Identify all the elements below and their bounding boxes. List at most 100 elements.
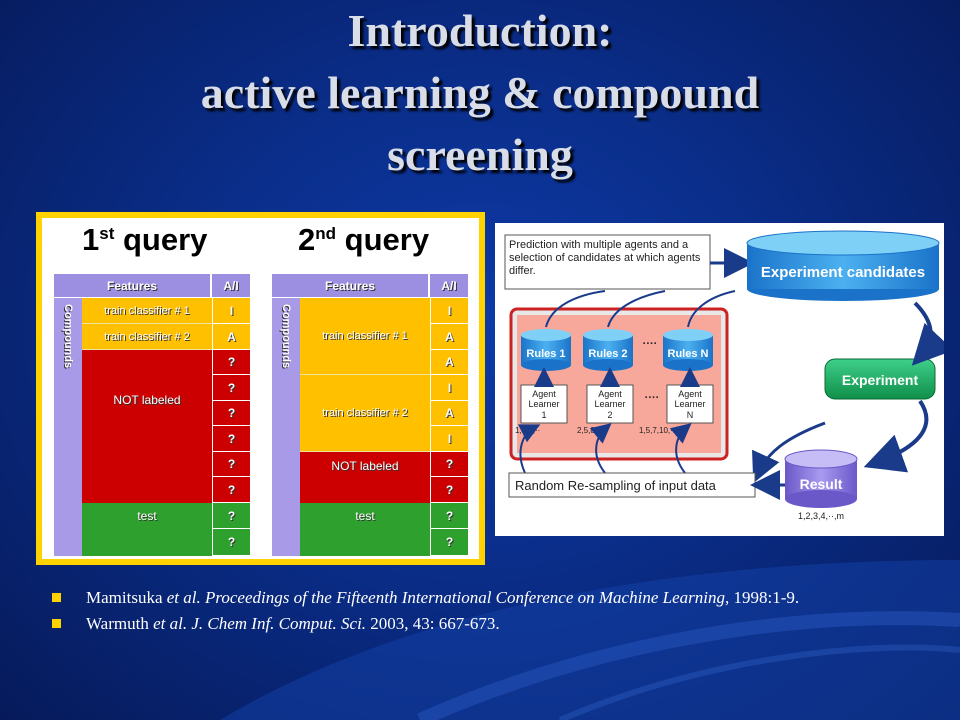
arrow [607,290,666,328]
label-cell: I [430,298,468,324]
label-cell: I [212,298,250,324]
reference-item: Warmuth et al. J. Chem Inf. Comput. Sci.… [52,611,932,637]
agent-1-line-2: Learner [528,399,559,409]
page-title: Introduction: active learning & compound… [0,0,960,186]
reference-etal: et al. [166,588,205,607]
ai-header: A/I [430,274,468,298]
agents-ellipsis: ···· [645,392,660,404]
resampling-label: Random Re-sampling of input data [515,478,717,493]
row-not-labeled: NOT labeled [82,350,212,503]
features-header: Features [54,274,212,298]
query-tables-inner: 1st query 2nd query Features A/I Compoun… [42,218,479,559]
agent-1-line-3: 1 [541,410,546,420]
label-cell: I [430,426,468,452]
first-query-word: query [123,222,208,257]
title-line-1: Introduction: [347,5,613,56]
experiment-candidates-cylinder [746,230,940,301]
label-cell: A [430,401,468,426]
agent-2-ids: 2,5,8,·· [577,426,602,435]
compounds-label: Compounds [272,298,300,556]
title-line-3: screening [387,129,573,180]
label-cell: ? [212,350,250,375]
result-sub-label: 1,2,3,4,··,m [798,511,844,521]
reference-details: 2003, 43: 667-673. [366,614,500,633]
arrow [863,399,929,473]
label-cell: I [430,375,468,401]
agent-learner-n-box [666,384,714,424]
row-not-labeled: NOT labeled [300,452,430,503]
label-cell: ? [430,529,468,556]
label-cell: ? [430,452,468,477]
label-cell: ? [212,529,250,556]
second-query-suffix: nd [315,224,337,243]
agent-learner-1-box [520,384,568,424]
active-learning-diagram: Prediction with multiple agents and a se… [495,223,944,536]
result-cylinder [784,449,858,508]
row-train-classifier-1: train classifier # 1 [300,298,430,375]
row-train-classifier-2: train classifier # 2 [82,324,212,350]
query-tables-panel: 1st query 2nd query Features A/I Compoun… [36,212,485,565]
first-query-suffix: st [99,224,115,243]
arrow [687,290,736,328]
label-cell: ? [430,477,468,503]
resampling-box [508,472,756,498]
agent-n-line-3: N [687,410,694,420]
row-train-classifier-1: train classifier # 1 [82,298,212,324]
reference-journal: Proceedings of the Fifteenth Internation… [205,588,730,607]
ai-header: A/I [212,274,250,298]
agent-learner-2-box [586,384,634,424]
agent-2-line-1: Agent [598,389,622,399]
bullet-icon [52,593,61,602]
experiment-candidates-label: Experiment candidates [761,264,925,281]
agent-2-line-3: 2 [607,410,612,420]
label-cell: ? [212,401,250,426]
arrow [589,423,612,474]
agent-2-line-2: Learner [594,399,625,409]
diagram-svg: Prediction with multiple agents and a se… [504,230,944,521]
experiment-box [824,358,936,400]
rules-2-cylinder [583,329,633,371]
label-cell: A [430,350,468,375]
first-query-table: Features A/I Compounds train classifier … [54,274,250,556]
first-query-title: 1st query [82,222,207,258]
arrow [545,290,606,328]
callout-box [504,234,711,290]
label-cell: ? [212,375,250,401]
rules-1-label: Rules 1 [526,348,565,360]
label-cell: ? [212,503,250,529]
arrow [752,421,826,484]
agent-n-line-1: Agent [678,389,702,399]
reference-item: Mamitsuka et al. Proceedings of the Fift… [52,585,932,611]
label-cell: ? [212,426,250,452]
row-test: test [82,503,212,556]
second-query-word: query [344,222,430,257]
reference-author: Mamitsuka [86,588,167,607]
label-cell: A [212,324,250,350]
reference-details: 1998:1-9. [729,588,800,607]
compounds-label: Compounds [54,298,82,556]
second-query-table: Features A/I Compounds train classifier … [272,274,468,556]
first-query-ordinal: 1 [82,222,100,257]
arrow [518,424,541,474]
label-cell: ? [212,452,250,477]
rules-n-label: Rules N [668,348,709,360]
rules-n-cylinder [663,329,713,371]
result-label: Result [800,476,843,492]
rules-1-cylinder [521,329,571,371]
arrow [911,301,944,366]
callout-text: Prediction with multiple agents and a se… [509,239,701,277]
agent-1-line-1: Agent [532,389,556,399]
features-header: Features [272,274,430,298]
references: Mamitsuka et al. Proceedings of the Fift… [52,585,932,637]
rules-ellipsis: ···· [643,338,658,350]
agent-n-line-2: Learner [674,399,705,409]
label-cell: ? [212,477,250,503]
rules-2-label: Rules 2 [588,348,627,360]
reference-journal: J. Chem Inf. Comput. Sci. [191,614,367,633]
agent-n-ids: 1,5,7,10,·· [639,426,675,435]
row-train-classifier-2: train classifier # 2 [300,375,430,452]
second-query-ordinal: 2 [298,222,316,257]
reference-author: Warmuth [86,614,154,633]
label-cell: ? [430,503,468,529]
title-line-2: active learning & compound [200,67,760,118]
